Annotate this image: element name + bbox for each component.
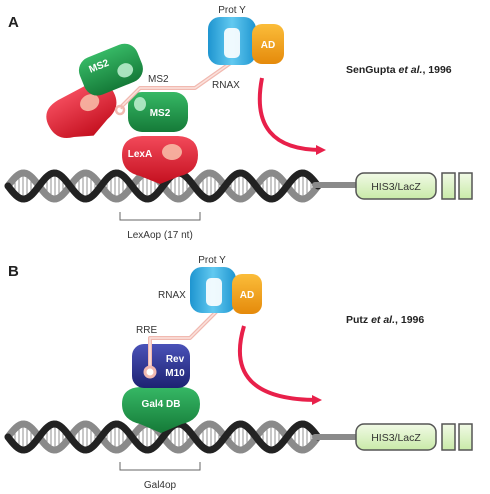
operator-label: LexAop (17 nt): [127, 230, 193, 241]
highlight: [162, 144, 182, 160]
gal4-dna-binding: Gal4 DB: [122, 387, 200, 433]
ad-label: AD: [261, 40, 275, 51]
citation-year: , 1996: [395, 314, 424, 326]
ms2-rna-label: MS2: [148, 74, 169, 85]
citation: SenGupta et al., 1996: [346, 64, 452, 76]
gal4-label: Gal4 DB: [142, 399, 181, 410]
citation: Putz et al., 1996: [346, 314, 424, 326]
ms2-shape: [78, 43, 143, 96]
lexa-label: LexA: [128, 149, 152, 160]
reporter-block: [441, 423, 456, 451]
lexa-dna-binding: LexA: [122, 136, 198, 184]
rnax-label: RNAX: [158, 290, 186, 301]
ms2-label: MS2: [150, 108, 171, 119]
activation-arrow: [257, 77, 326, 155]
prot-y-label: Prot Y: [198, 255, 226, 266]
operator-bracket: [119, 462, 201, 471]
dna-strand-dark: [4, 169, 322, 203]
prot-y-label: Prot Y: [218, 5, 246, 16]
panel-a: A HIS3/LacZ LexAop (17 nt) LexA: [4, 5, 473, 241]
rre-label: RRE: [136, 325, 157, 336]
reporter-block: [458, 172, 473, 200]
ad-shape: [252, 24, 284, 64]
lexa-shape: [46, 81, 117, 139]
dna-helix: [4, 169, 363, 203]
rev-label-line2: M10: [165, 368, 185, 379]
rna-binding-pocket: [224, 28, 240, 58]
dna-helix: [4, 420, 363, 454]
ms2-coat-protein: MS2: [128, 92, 188, 132]
rev-m10-protein: Rev M10: [132, 344, 190, 388]
citation-author: Putz: [346, 314, 371, 326]
rev-shape: [132, 344, 190, 388]
citation-etal: et al.: [371, 314, 395, 326]
reporter-box: [355, 423, 437, 451]
highlight: [80, 94, 100, 112]
highlight: [117, 63, 134, 78]
ms2-coat-protein: [78, 43, 143, 96]
citation-year: , 1996: [422, 64, 451, 76]
panel-letter: B: [8, 263, 19, 280]
reporter-block: [441, 172, 456, 200]
ad-label: AD: [240, 290, 254, 301]
reporter-box: [355, 172, 437, 200]
reporter-label: HIS3/LacZ: [371, 181, 421, 193]
reporter-block: [458, 423, 473, 451]
lexa-dimer-partner: [46, 81, 117, 139]
highlight: [134, 97, 146, 111]
gal4-shape: [122, 387, 200, 433]
prey-fusion: Prot Y AD: [208, 5, 284, 65]
reporter-label: HIS3/LacZ: [371, 432, 421, 444]
rna-binding-pocket: [206, 278, 222, 306]
operator-bracket: [119, 212, 201, 221]
citation-author: SenGupta: [346, 64, 399, 76]
ms2-stem-loop: [114, 104, 126, 116]
rnax-label: RNAX: [212, 80, 240, 91]
panel-b: B HIS3/LacZ Gal4op Gal4 DB Rev M10: [4, 255, 473, 491]
operator-label: Gal4op: [144, 480, 177, 491]
dna-strand-dark: [4, 420, 322, 454]
reporter-gene: HIS3/LacZ: [355, 172, 473, 200]
ad-shape: [232, 274, 262, 314]
rre-stem-loop: [143, 365, 157, 379]
prey-fusion: Prot Y AD: [190, 255, 262, 314]
rev-label-line1: Rev: [166, 354, 185, 365]
panel-letter: A: [8, 14, 19, 31]
activation-arrow: [238, 325, 322, 405]
reporter-gene: HIS3/LacZ: [355, 423, 473, 451]
citation-etal: et al.: [399, 64, 423, 76]
